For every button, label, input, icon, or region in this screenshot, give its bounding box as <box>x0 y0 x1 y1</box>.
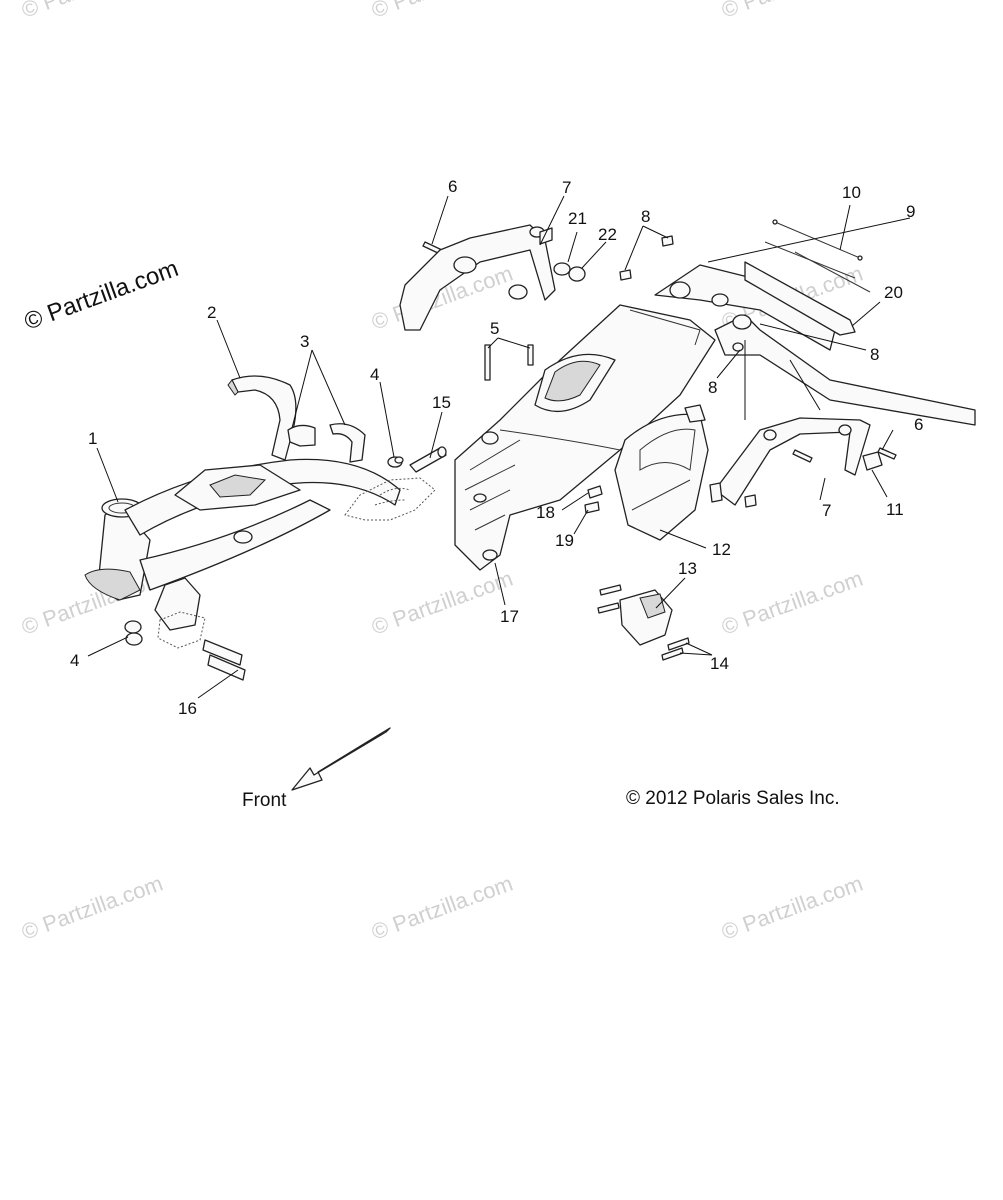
lower-bracket-7 <box>709 340 897 508</box>
callout-8: 8 <box>870 345 879 364</box>
callout-11: 11 <box>886 500 904 519</box>
callout-18: 18 <box>536 503 555 522</box>
callout-20: 20 <box>884 283 903 302</box>
plate-13 <box>597 584 690 661</box>
side-panel-12 <box>614 404 709 541</box>
callout-14: 14 <box>710 654 729 673</box>
pin-15 <box>409 446 447 473</box>
nuts-4 <box>124 456 404 646</box>
front-label: Front <box>242 790 287 811</box>
copyright-text: © 2012 Polaris Sales Inc. <box>626 788 840 809</box>
front-frame <box>84 458 436 649</box>
callout-9: 9 <box>906 202 915 221</box>
callout-19: 19 <box>555 531 574 550</box>
partzilla-stamp: © Partzilla.com <box>21 255 182 336</box>
callout-4: 4 <box>70 651 79 670</box>
callout-8: 8 <box>708 378 717 397</box>
clamps-3 <box>287 423 366 463</box>
pins-16 <box>202 639 246 681</box>
callout-6: 6 <box>448 177 457 196</box>
callout-5: 5 <box>490 319 499 338</box>
watermark: © Partzilla.com <box>368 566 516 640</box>
callout-16: 16 <box>178 699 197 718</box>
leader-lines <box>87 195 911 699</box>
bracket-2 <box>227 375 297 461</box>
callout-12: 12 <box>712 540 731 559</box>
callout-3: 3 <box>300 332 309 351</box>
callout-21: 21 <box>568 209 587 228</box>
callout-6: 6 <box>914 415 923 434</box>
callout-7: 7 <box>822 501 831 520</box>
rear-rail-20 <box>714 261 976 426</box>
cables-10 <box>764 219 871 293</box>
clips-18-19 <box>584 485 603 514</box>
main-chassis-17 <box>454 304 716 571</box>
watermark: © Partzilla.com <box>718 0 866 23</box>
callout-4: 4 <box>370 365 379 384</box>
watermark: © Partzilla.com <box>368 871 516 945</box>
watermark: © Partzilla.com <box>718 871 866 945</box>
callout-7: 7 <box>562 178 571 197</box>
watermark: © Partzilla.com <box>18 871 166 945</box>
watermark: © Partzilla.com <box>18 0 166 23</box>
callout-15: 15 <box>432 393 451 412</box>
callout-17: 17 <box>500 607 519 626</box>
callout-22: 22 <box>598 225 617 244</box>
watermark: © Partzilla.com <box>368 0 516 23</box>
callout-1: 1 <box>88 429 97 448</box>
callout-2: 2 <box>207 303 216 322</box>
callout-10: 10 <box>842 183 861 202</box>
upper-rail-9 <box>619 235 836 351</box>
watermark: © Partzilla.com <box>718 566 866 640</box>
front-arrow: Front <box>242 727 391 811</box>
callout-8: 8 <box>641 207 650 226</box>
callout-13: 13 <box>678 559 697 578</box>
callout-numbers: 1 2 3 4 4 5 6 6 7 7 8 8 8 9 10 11 12 13 … <box>70 177 923 718</box>
